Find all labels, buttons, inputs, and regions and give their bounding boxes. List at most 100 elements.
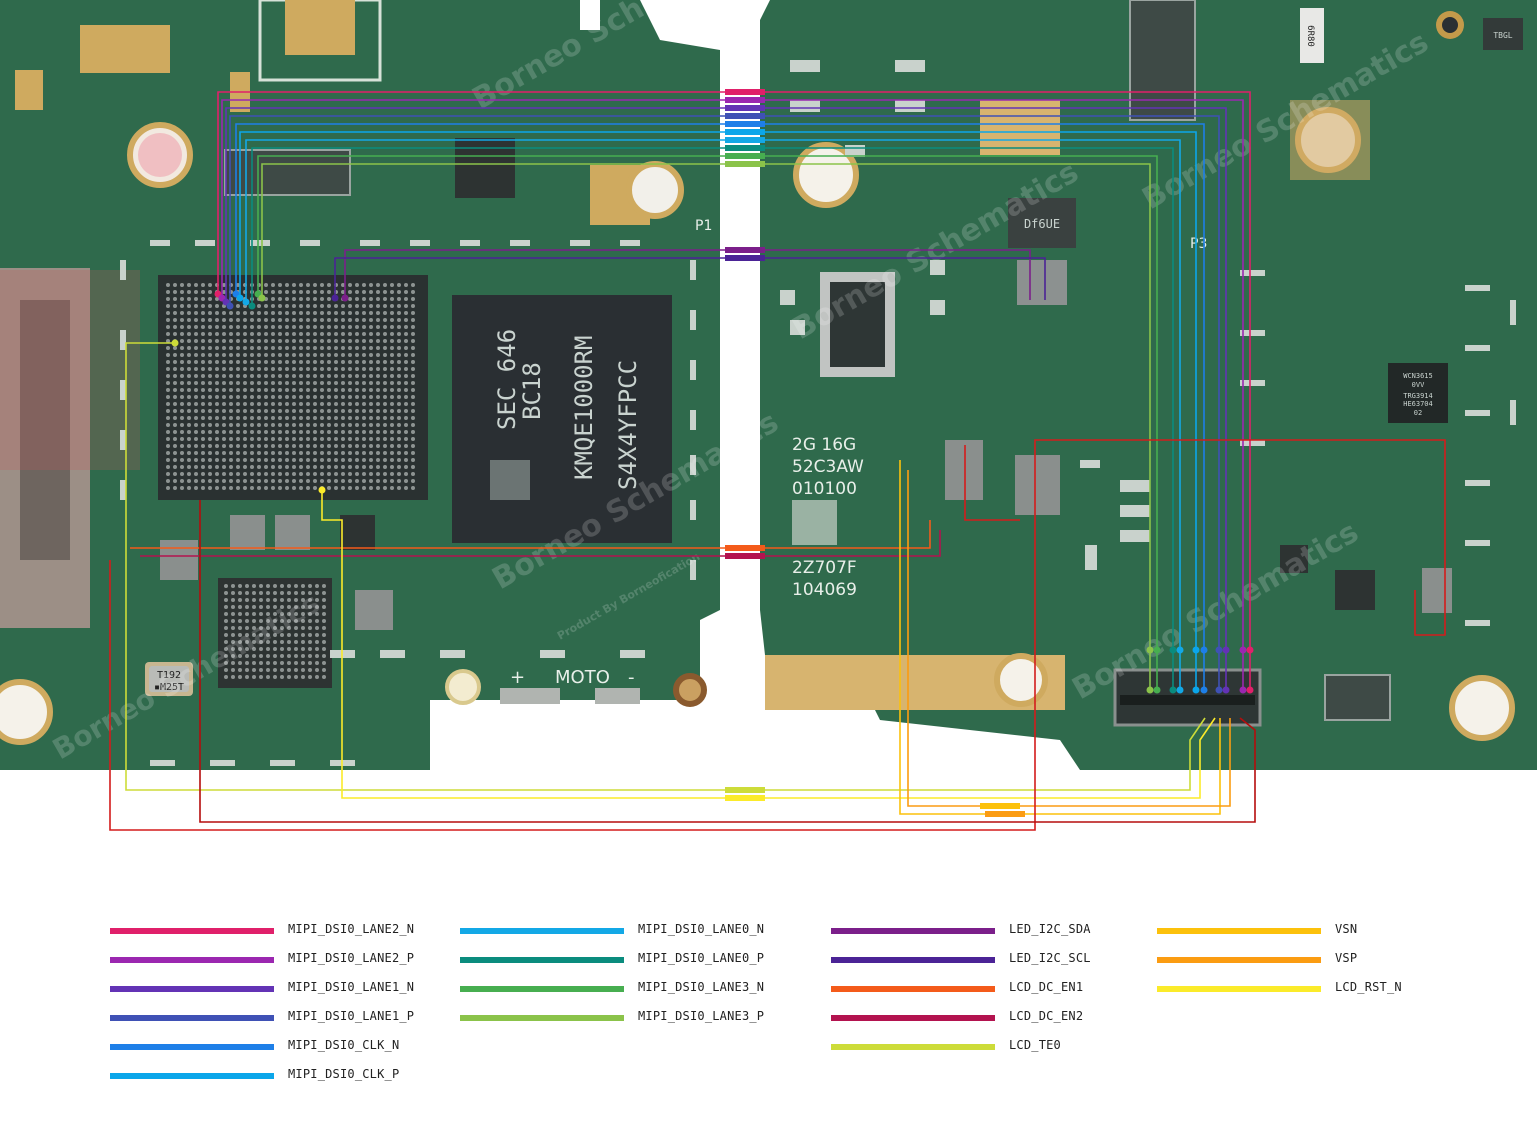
legend-label: MIPI_DSI0_LANE1_P <box>288 1009 415 1023</box>
wifi-chip-line-2: 0VV <box>1412 381 1425 389</box>
trace-endpoint <box>1200 646 1208 654</box>
net-tag <box>725 787 765 793</box>
trace-endpoint <box>1246 646 1254 654</box>
legend-swatch <box>110 928 274 934</box>
legend-label: VSP <box>1335 951 1358 965</box>
trace-endpoint <box>1146 646 1154 654</box>
emmc-line-3: KMQE1000RM <box>570 336 598 481</box>
legend-label: MIPI_DSI0_LANE0_P <box>638 951 765 965</box>
trace-endpoint <box>1192 646 1200 654</box>
legend-label: MIPI_DSI0_LANE3_P <box>638 1009 765 1023</box>
trace-led-i2c-scl <box>334 257 1046 300</box>
trace-endpoint <box>318 486 326 494</box>
wifi-chip-line-3: TRG3914 <box>1403 392 1433 400</box>
legend-label: MIPI_DSI0_CLK_P <box>288 1067 400 1081</box>
legend-swatch <box>831 928 995 934</box>
legend-swatch <box>1157 928 1321 934</box>
trace-endpoint <box>1146 686 1154 694</box>
trace-endpoint <box>1153 646 1161 654</box>
legend-swatch <box>110 986 274 992</box>
trace-lcd-rst-n <box>321 490 1216 799</box>
net-tag <box>725 545 765 551</box>
net-tag <box>725 89 765 95</box>
trace-endpoint <box>171 339 179 347</box>
legend-swatch <box>460 957 624 963</box>
trace-endpoint <box>236 294 244 302</box>
legend-swatch <box>1157 957 1321 963</box>
motor-plus-label: + <box>510 667 525 688</box>
resistor-6r80: 6R80 <box>1305 25 1315 47</box>
trace-endpoint <box>1169 646 1177 654</box>
board-marking-line-1: 2G 16G <box>792 435 856 455</box>
trace-lcd-dc-en2 <box>140 530 941 557</box>
trace-mipi-dsi0-lane0-p <box>251 147 1174 690</box>
legend-label: LCD_RST_N <box>1335 980 1402 994</box>
trace-endpoint <box>1176 646 1184 654</box>
trace-power-net <box>964 445 1020 521</box>
net-tag <box>725 105 765 111</box>
trace-mipi-dsi0-lane3-n <box>257 155 1158 690</box>
legend-swatch <box>460 928 624 934</box>
chip-tbgl: TBGL <box>1493 31 1512 40</box>
board-label-p3: P3 <box>1190 236 1207 252</box>
net-tag <box>725 97 765 103</box>
trace-endpoint <box>258 294 266 302</box>
trace-lcd-dc-en1 <box>130 520 931 549</box>
legend-swatch <box>1157 986 1321 992</box>
legend-swatch <box>831 1015 995 1021</box>
trace-endpoint <box>1222 686 1230 694</box>
legend-swatch <box>831 986 995 992</box>
trace-endpoint <box>1200 686 1208 694</box>
trace-endpoint <box>1176 686 1184 694</box>
legend-label: MIPI_DSI0_LANE2_P <box>288 951 415 965</box>
net-tag <box>725 113 765 119</box>
trace-endpoint <box>1153 686 1161 694</box>
legend-swatch <box>110 1015 274 1021</box>
legend-label: VSN <box>1335 922 1358 936</box>
emmc-line-2: BC18 <box>518 362 546 420</box>
trace-mipi-dsi0-clk-n <box>235 123 1205 690</box>
trace-endpoint <box>1192 686 1200 694</box>
trace-endpoint <box>1222 646 1230 654</box>
trace-endpoint <box>248 302 256 310</box>
net-tag <box>725 137 765 143</box>
net-tag <box>980 803 1020 809</box>
trace-endpoint <box>242 298 250 306</box>
board-marking: 2G 16G 52C3AW 010100 2Z707F 104069 <box>792 435 864 600</box>
trace-endpoint <box>1239 646 1247 654</box>
trace-mipi-dsi0-lane0-n <box>245 139 1181 690</box>
legend-label: MIPI_DSI0_LANE0_N <box>638 922 765 936</box>
trace-endpoint <box>331 294 339 302</box>
trace-endpoint <box>341 294 349 302</box>
emmc-line-4: S4X4YFPCC <box>614 360 642 490</box>
left-board: SEC 646 BC18 KMQE1000RM S4X4YFPCC T192 ▪… <box>0 0 720 770</box>
legend-label: LED_I2C_SDA <box>1009 922 1091 936</box>
emmc-chip-marking: SEC 646 BC18 KMQE1000RM S4X4YFPCC <box>493 329 642 490</box>
net-tag <box>725 121 765 127</box>
trace-vsn <box>899 460 1221 815</box>
board-label-p1: P1 <box>695 218 712 234</box>
board-marking-line-5: 104069 <box>792 580 857 600</box>
signal-traces <box>109 89 1446 831</box>
trace-led-i2c-sda <box>344 249 1031 300</box>
legend-label: LCD_DC_EN1 <box>1009 980 1084 994</box>
trace-mipi-dsi0-lane1-p <box>229 115 1220 690</box>
trace-endpoint <box>1239 686 1247 694</box>
net-tag <box>725 247 765 253</box>
net-tag <box>725 795 765 801</box>
wifi-chip-line-4: HE63704 <box>1403 400 1433 408</box>
trace-mipi-dsi0-clk-p <box>239 131 1197 690</box>
net-tag <box>725 129 765 135</box>
wifi-chip-line-1: WCN3615 <box>1403 372 1433 380</box>
board-marking-line-4: 2Z707F <box>792 558 857 578</box>
net-tag <box>725 255 765 261</box>
legend-swatch <box>110 1044 274 1050</box>
legend-label: MIPI_DSI0_LANE1_N <box>288 980 415 994</box>
legend-label: MIPI_DSI0_LANE3_N <box>638 980 765 994</box>
board-marking-line-3: 010100 <box>792 479 857 499</box>
emmc-line-1: SEC 646 <box>493 329 521 430</box>
trace-lcd-te0 <box>125 342 1206 791</box>
legend-label: LED_I2C_SCL <box>1009 951 1091 965</box>
crystal-line-2: ▪M25T <box>154 682 184 693</box>
